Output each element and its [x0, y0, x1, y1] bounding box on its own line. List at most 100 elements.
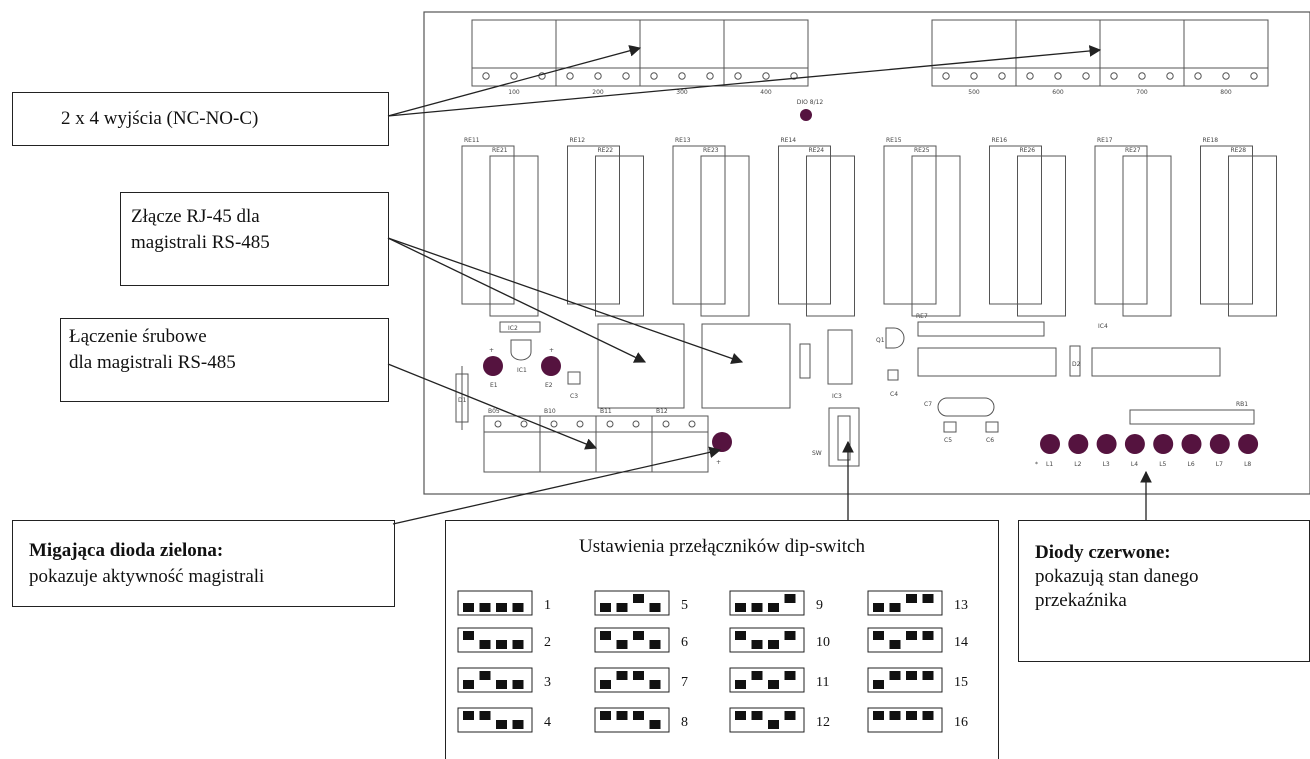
bus-terminal-label-2: B10 [544, 408, 556, 415]
relay-label-outer-5: RE15 [886, 137, 902, 144]
relay-inner-4 [806, 155, 855, 317]
green-led [712, 432, 732, 452]
bus-terminal-label-1: B05 [488, 408, 500, 415]
cap-e1 [483, 356, 503, 376]
callout-rj45-line1: Złącze RJ-45 dla [131, 206, 260, 227]
diode-d2 [1069, 345, 1081, 377]
ic3-body [827, 329, 853, 385]
dip-switch-label: SW [812, 450, 822, 457]
red-led-label-4: L4 [1131, 461, 1138, 468]
cap-e2-label: E2 [545, 382, 553, 389]
resistor-array-rb1-label: RB1 [1236, 401, 1248, 408]
relay-label-outer-1: RE11 [464, 137, 480, 144]
terminal-screw [1166, 72, 1174, 80]
callout-green-led-desc: pokazuje aktywność magistrali [29, 566, 265, 587]
red-led-label-7: L7 [1216, 461, 1223, 468]
cap-c4-label: C4 [890, 391, 898, 398]
terminal-screw [1194, 72, 1202, 80]
cap-e2-plus: + [549, 347, 554, 354]
dip-switch-title: Ustawienia przełączników dip-switch [579, 536, 865, 557]
terminal-label-right-2: 600 [1052, 89, 1064, 96]
relay-outer-7 [1094, 145, 1148, 305]
relay-label-outer-3: RE13 [675, 137, 691, 144]
callout-green-led-title: Migająca dioda zielona: [29, 540, 224, 561]
terminal-label-right-1: 500 [968, 89, 980, 96]
terminal-label-left-4: 400 [760, 89, 772, 96]
relay-inner-5 [911, 155, 961, 317]
dip-switch-body [828, 407, 860, 467]
terminal-label-left-3: 300 [676, 89, 688, 96]
relay-label-inner-7: RE27 [1125, 147, 1141, 154]
resistor-array-rb1 [1129, 409, 1255, 425]
red-led-2 [1068, 434, 1089, 454]
cap-c6-label: C6 [986, 437, 994, 444]
dip-switch-inner [837, 415, 851, 461]
red-led-3 [1096, 434, 1117, 454]
callout-screw-terminal: Łączenie śrubowe dla magistrali RS-485 [60, 318, 389, 402]
callout-outputs: 2 x 4 wyjścia (NC-NO-C) [12, 92, 389, 146]
relay-outer-8 [1200, 145, 1253, 305]
terminal-label-right-4: 800 [1220, 89, 1232, 96]
resistor-r1 [799, 343, 811, 379]
callout-red-leds-line2: pokazują stan danego [1035, 566, 1199, 587]
terminal-label-left-1: 100 [508, 89, 520, 96]
red-led-label-6: L6 [1188, 461, 1195, 468]
terminal-screw [1222, 72, 1230, 80]
relay-outer-6 [989, 145, 1042, 305]
bus-terminal-screw [662, 420, 670, 428]
relay-label-inner-8: RE28 [1231, 147, 1247, 154]
cap-c4 [887, 369, 899, 381]
relay-inner-6 [1017, 155, 1066, 317]
red-led-1 [1040, 434, 1060, 454]
cap-e1-label: E1 [490, 382, 498, 389]
callout-green-led: Migająca dioda zielona: pokazuje aktywno… [12, 520, 395, 607]
relay-label-outer-6: RE16 [992, 137, 1008, 144]
red-led-label-8: L8 [1244, 461, 1251, 468]
transistor-q1 [885, 327, 905, 349]
diode-d2-label: D2 [1072, 361, 1081, 368]
relay-label-outer-8: RE18 [1203, 137, 1219, 144]
crystal [937, 397, 995, 417]
red-led-6 [1181, 434, 1202, 454]
green-led-plus: + [716, 459, 721, 466]
rj45-socket-2 [701, 323, 791, 409]
cap-c3-label: C3 [570, 393, 578, 400]
callout-rj45: Złącze RJ-45 dla magistrali RS-485 [120, 192, 389, 286]
red-led-8 [1238, 434, 1259, 454]
cap-e2 [541, 356, 561, 376]
crystal-label: C7 [924, 401, 932, 408]
transistor-q1-label: Q1 [876, 337, 885, 344]
terminal-label-left-2: 200 [592, 89, 604, 96]
red-led-label-1: L1 [1046, 461, 1053, 468]
relay-label-inner-5: RE25 [914, 147, 930, 154]
diode-d1-label: D1 [458, 397, 467, 404]
callout-screw-line1: Łączenie śrubowe [69, 326, 207, 347]
cap-c6 [985, 421, 999, 433]
relay-label-inner-3: RE23 [703, 147, 719, 154]
resistor-array-re7-label: RE7 [916, 313, 928, 320]
relay-outer-4 [778, 145, 831, 305]
relay-outer-5 [883, 145, 937, 305]
cap-c5 [943, 421, 957, 433]
relay-label-inner-4: RE24 [809, 147, 825, 154]
bus-terminal-screw [688, 420, 696, 428]
callout-screw-line2: dla magistrali RS-485 [69, 352, 236, 373]
red-led-5 [1153, 434, 1174, 454]
red-led-label-3: L3 [1103, 461, 1110, 468]
terminal-label-right-3: 700 [1136, 89, 1148, 96]
relay-inner-7 [1122, 155, 1172, 317]
terminal-screw [1250, 72, 1258, 80]
ic-chip-right [1091, 347, 1221, 377]
cap-c5-label: C5 [944, 437, 952, 444]
relay-label-outer-2: RE12 [570, 137, 586, 144]
ic2-label: IC2 [508, 325, 518, 332]
terminal-screw [1138, 72, 1146, 80]
bus-terminal-screw [632, 420, 640, 428]
red-led-label-5: L5 [1159, 461, 1166, 468]
callout-red-leds: Diody czerwone: pokazują stan danego prz… [1018, 520, 1310, 662]
relay-label-inner-2: RE22 [598, 147, 614, 154]
red-led-4 [1124, 434, 1145, 454]
terminal-block-right-4 [1183, 19, 1269, 87]
ic1-label: IC1 [517, 367, 527, 374]
